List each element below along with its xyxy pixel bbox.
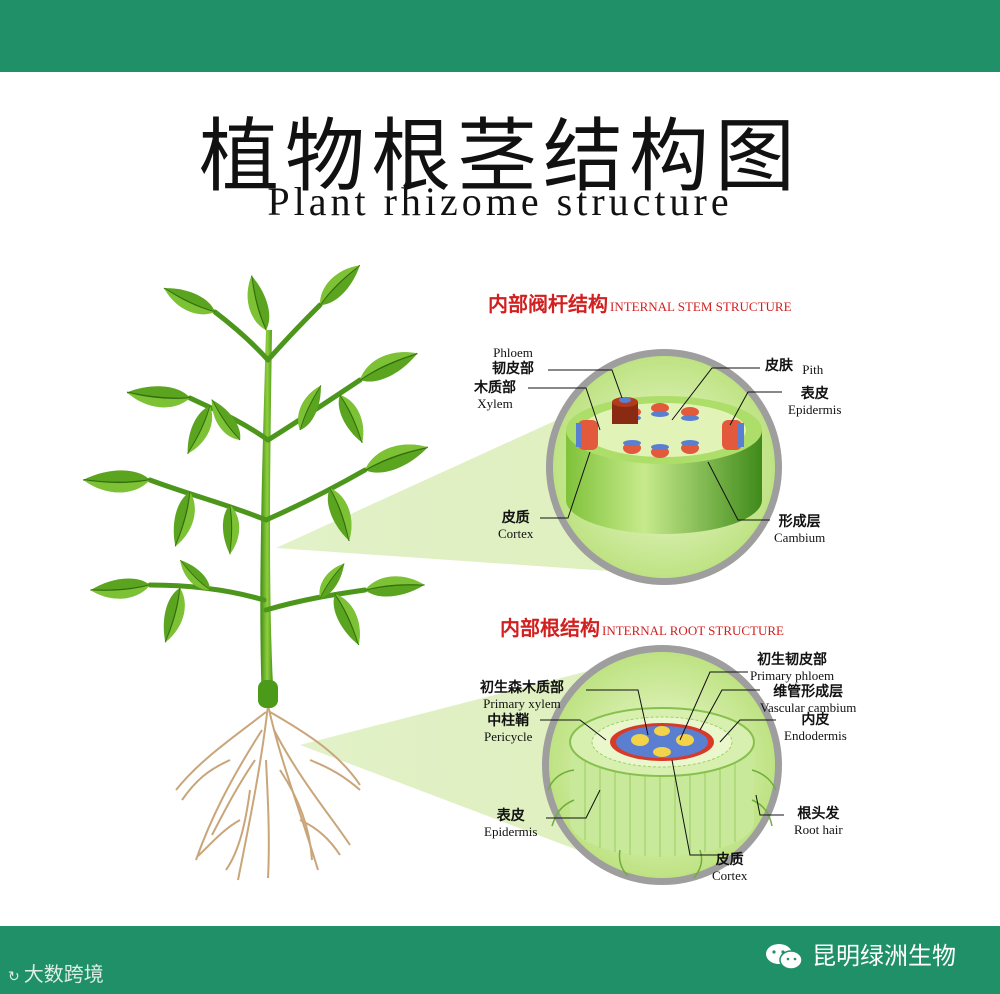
label-pith: 皮肤 Pith (765, 358, 823, 374)
label-cambium: 形成层 Cambium (774, 514, 825, 546)
label-phloem: Phloem 韧皮部 (492, 345, 534, 377)
label-pericycle: 中柱鞘 Pericycle (484, 713, 532, 745)
watermark-logo-icon: ↻ (8, 969, 20, 985)
label-root-hair: 根头发 Root hair (794, 806, 843, 838)
root-section-title-cn: 内部根结构 (500, 616, 600, 640)
label-epidermis-root: 表皮 Epidermis (484, 808, 537, 840)
label-cortex-root: 皮质 Cortex (712, 852, 747, 884)
plant-roots (176, 705, 360, 880)
watermark-right: 昆明绿洲生物 (764, 936, 956, 972)
stem-cross-section (546, 349, 782, 585)
label-cortex-stem: 皮质 Cortex (498, 510, 533, 542)
label-primary-xylem: 初生森木质部 Primary xylem (480, 680, 564, 712)
label-endodermis: 内皮 Endodermis (784, 712, 847, 744)
root-section-title-en: INTERNAL ROOT STRUCTURE (602, 623, 784, 638)
label-epidermis-stem: 表皮 Epidermis (788, 386, 841, 418)
plant-illustration (82, 259, 431, 880)
wechat-icon (764, 942, 804, 972)
stem-cut-block (612, 397, 638, 424)
root-cross-section (542, 645, 782, 885)
label-xylem: 木质部 Xylem (474, 380, 516, 412)
watermark-left: ↻大数跨境 (8, 958, 104, 987)
stem-section-title-en: INTERNAL STEM STRUCTURE (610, 299, 792, 314)
label-primary-phloem: 初生韧皮部 Primary phloem (750, 652, 834, 684)
stem-section-title-cn: 内部阀杆结构 (488, 292, 608, 316)
